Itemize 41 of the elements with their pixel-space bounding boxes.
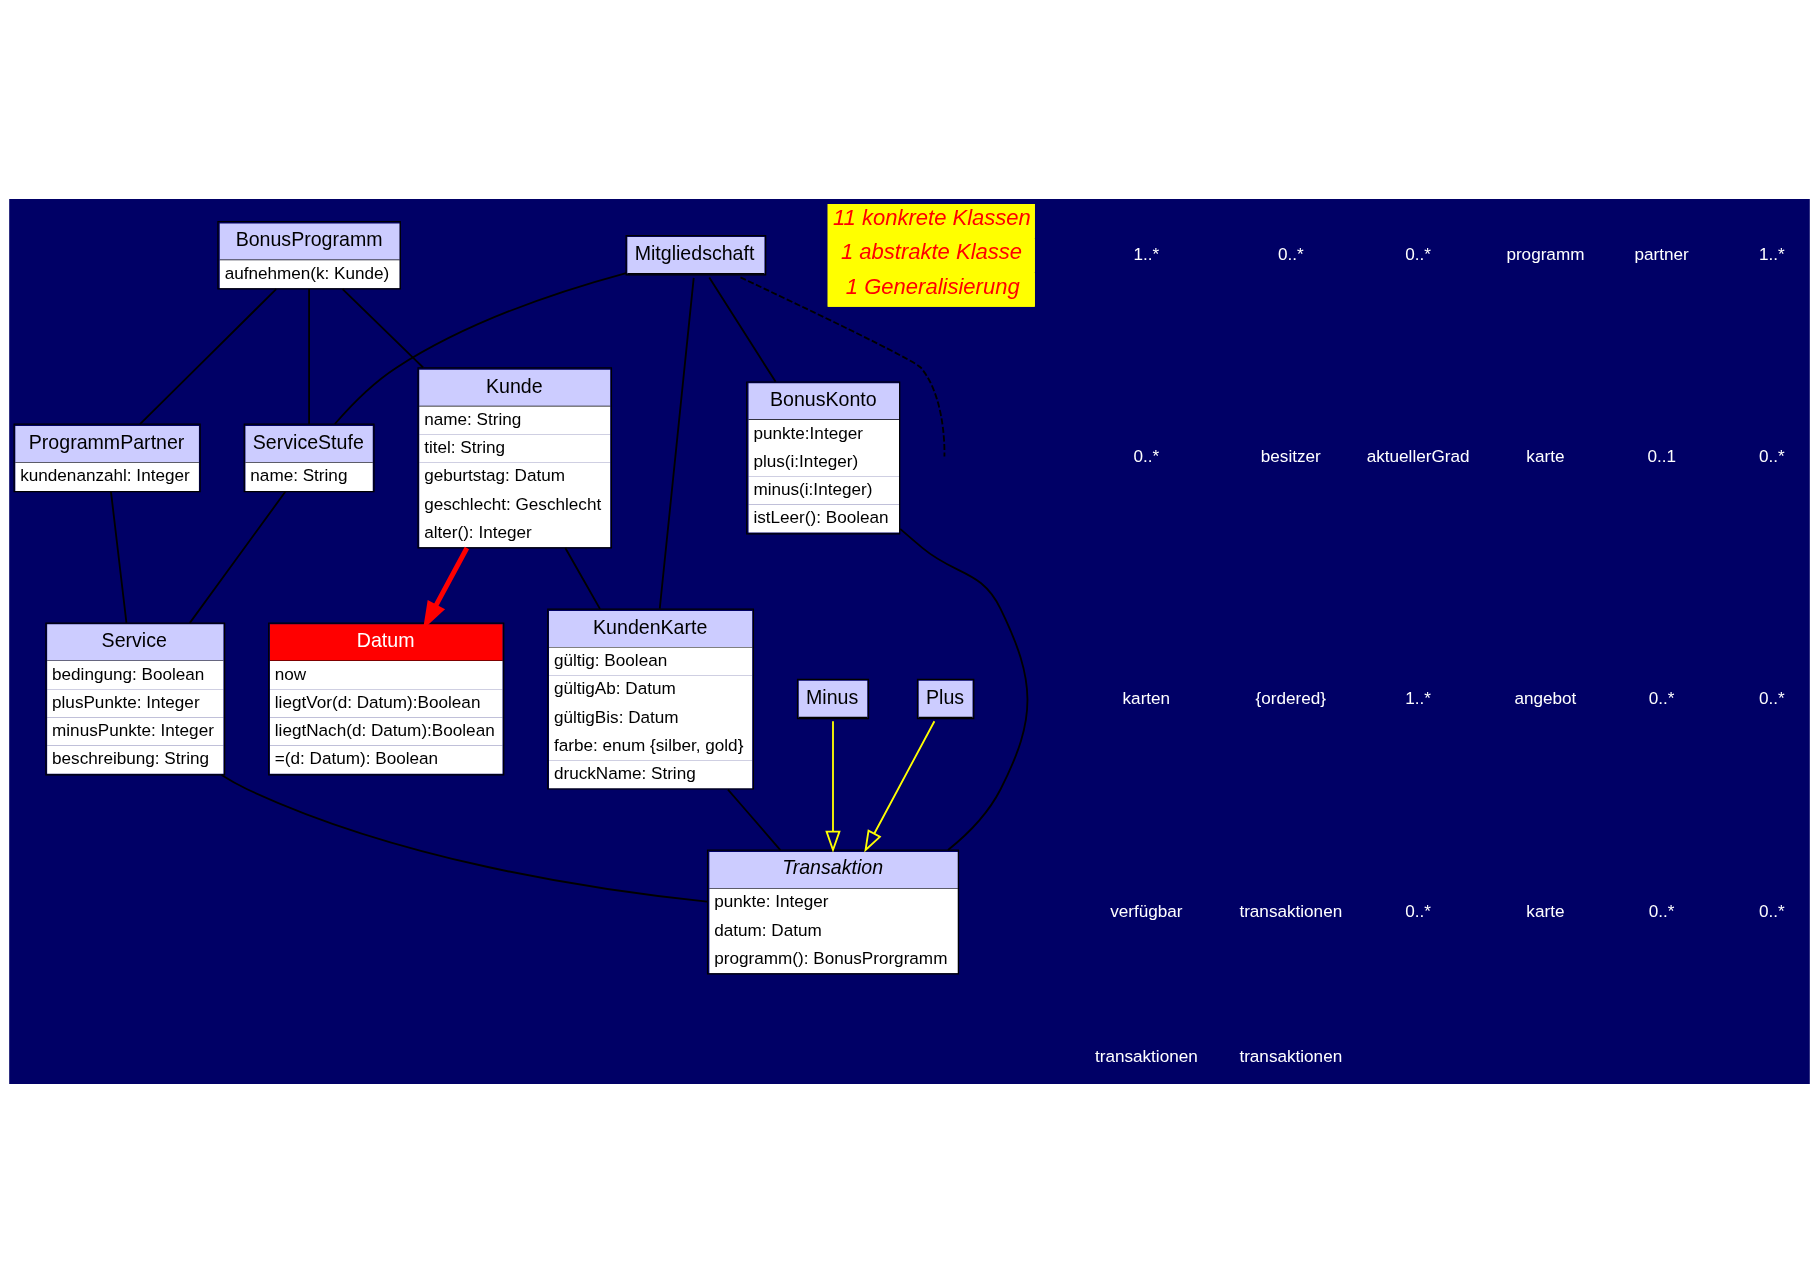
label: partner bbox=[1634, 243, 1689, 264]
label: 0..* bbox=[1404, 243, 1431, 264]
label: angebot bbox=[1513, 687, 1576, 708]
connector bbox=[563, 546, 601, 610]
label: 0..1 bbox=[1646, 445, 1676, 466]
connector bbox=[138, 287, 277, 425]
label: 0..* bbox=[1277, 243, 1304, 264]
connector bbox=[188, 490, 286, 624]
label: 1..* bbox=[1758, 243, 1785, 264]
label: karten bbox=[1122, 687, 1170, 708]
label: transaktionen bbox=[1094, 1045, 1198, 1066]
label: 0..* bbox=[1404, 900, 1431, 921]
label: programm bbox=[1505, 243, 1584, 264]
connector bbox=[109, 490, 127, 624]
label: besitzer bbox=[1260, 445, 1321, 466]
arrow bbox=[863, 719, 935, 852]
label: aktuellerGrad bbox=[1366, 445, 1470, 466]
connector bbox=[307, 287, 310, 425]
label: 1..* bbox=[1133, 243, 1159, 264]
label: transaktionen bbox=[1238, 1045, 1342, 1066]
connector bbox=[333, 271, 627, 425]
connector bbox=[658, 276, 695, 610]
connector bbox=[220, 773, 708, 903]
label: 0..* bbox=[1648, 687, 1675, 708]
label: 0..* bbox=[1758, 687, 1785, 708]
label: karte bbox=[1525, 900, 1564, 921]
label: karte bbox=[1525, 445, 1564, 466]
label: verfügbar bbox=[1109, 900, 1183, 921]
label: transaktionen bbox=[1238, 900, 1342, 921]
connector bbox=[341, 287, 424, 368]
label: 1..* bbox=[1404, 687, 1431, 708]
arrow bbox=[824, 719, 841, 853]
label: {ordered} bbox=[1255, 687, 1326, 708]
connector bbox=[739, 275, 945, 457]
label: 0..* bbox=[1133, 445, 1159, 466]
label: 0..* bbox=[1758, 445, 1785, 466]
connector bbox=[707, 276, 777, 383]
label: 0..* bbox=[1648, 900, 1675, 921]
connector bbox=[726, 788, 781, 851]
connector bbox=[898, 527, 1028, 851]
label: 0..* bbox=[1758, 900, 1785, 921]
